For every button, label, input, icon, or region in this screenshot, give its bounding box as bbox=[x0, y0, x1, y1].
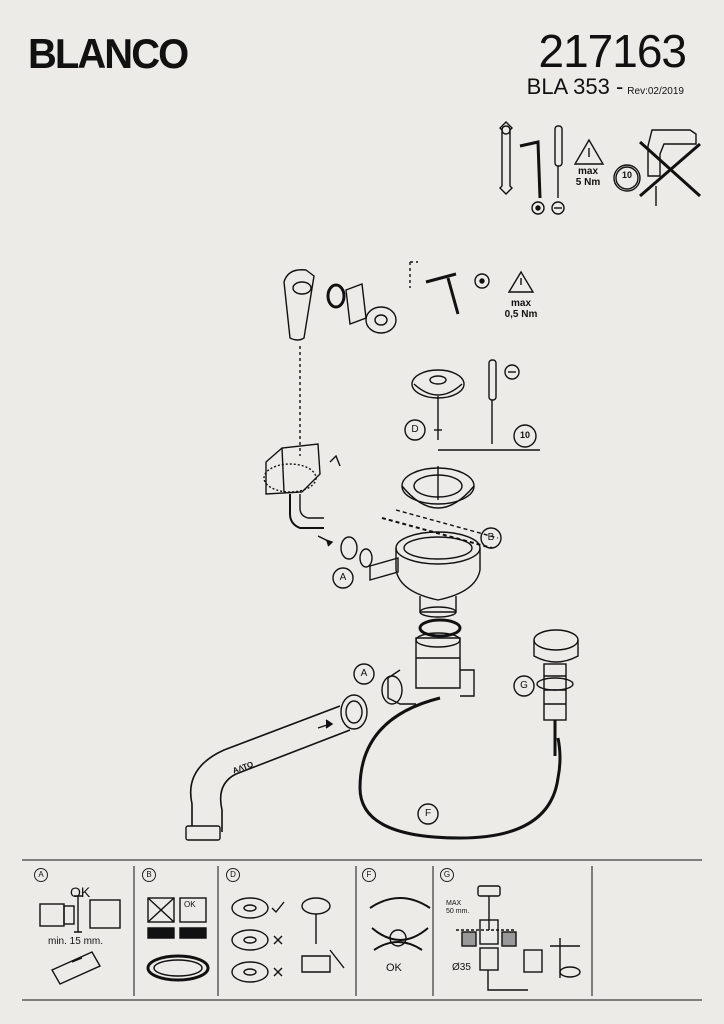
overflow-bracket bbox=[345, 283, 367, 325]
wrench-icon bbox=[499, 121, 513, 195]
coin-label: 10 bbox=[621, 170, 632, 180]
callout-f bbox=[417, 803, 439, 825]
siphon-tee bbox=[387, 632, 475, 705]
model-number: BLA 353 - bbox=[526, 74, 624, 99]
panel-a-min: min. 15 mm. bbox=[48, 936, 104, 947]
torque-label-small: max 0,5 Nm bbox=[504, 298, 538, 320]
panel-b-ok: OK bbox=[184, 900, 196, 909]
strainer-body bbox=[369, 531, 481, 618]
callout-a1-label: A bbox=[339, 572, 347, 583]
bottom-panels bbox=[22, 859, 702, 1001]
panel-a-drawing bbox=[39, 895, 121, 985]
panel-b-drawing bbox=[146, 897, 210, 982]
panel-g-drawing bbox=[456, 885, 581, 991]
callout-g bbox=[513, 675, 535, 697]
callout-b-label: B bbox=[487, 532, 495, 543]
overflow-head bbox=[283, 269, 315, 341]
elbow-pipe bbox=[185, 705, 351, 841]
screwdriver-icon-small bbox=[488, 359, 537, 448]
callout-a2-label: A bbox=[360, 668, 368, 679]
sink-edge bbox=[381, 509, 499, 549]
callout-g-label: G bbox=[520, 680, 528, 691]
panel-a-letter: A bbox=[34, 868, 48, 882]
panel-a-ok: OK bbox=[70, 884, 91, 900]
strainer-top bbox=[401, 466, 475, 509]
overflow-connector bbox=[263, 443, 341, 529]
siphon-gasket bbox=[418, 618, 462, 638]
control-cable bbox=[358, 696, 562, 840]
pipe-nut-a2 bbox=[340, 675, 403, 730]
product-code: 217163 bbox=[538, 25, 687, 77]
popup-knob bbox=[533, 629, 579, 756]
panel-g-max: MAX 50 mm. bbox=[446, 900, 470, 915]
coin-label-small: 10 bbox=[519, 430, 530, 440]
allen-key-icon bbox=[519, 140, 545, 215]
callout-a1 bbox=[332, 567, 354, 589]
coin-icon bbox=[613, 164, 641, 192]
panel-d-drawing bbox=[231, 897, 345, 983]
panel-f-letter: F bbox=[362, 868, 376, 882]
panel-b-letter: B bbox=[142, 868, 156, 882]
overflow-gasket bbox=[326, 283, 346, 309]
callout-d bbox=[404, 419, 426, 441]
overflow-screw bbox=[425, 272, 490, 315]
revision: Rev:02/2019 bbox=[627, 86, 684, 97]
screwdriver-icon bbox=[551, 125, 565, 215]
callout-f-label: F bbox=[424, 808, 432, 819]
callout-d-label: D bbox=[411, 424, 419, 435]
panel-d-letter: D bbox=[226, 868, 240, 882]
panel-f-drawing bbox=[369, 897, 431, 951]
model-line: BLA 353 -Rev:02/2019 bbox=[527, 74, 684, 100]
torque-label: max 5 Nm bbox=[575, 166, 601, 188]
warning-icon bbox=[573, 138, 605, 165]
strainer-basket bbox=[411, 369, 465, 440]
panel-g-letter: G bbox=[440, 868, 454, 882]
panel-g-diameter: Ø35 bbox=[452, 962, 471, 973]
overflow-plate bbox=[365, 306, 397, 334]
callout-b bbox=[480, 527, 502, 549]
brand-logo: BLANCO bbox=[28, 30, 189, 77]
nut-a1 bbox=[340, 536, 373, 568]
warning-icon-small bbox=[507, 270, 535, 293]
drill-crossed-icon bbox=[638, 129, 702, 206]
panel-f-ok: OK bbox=[386, 962, 402, 974]
callout-a2 bbox=[353, 663, 375, 685]
